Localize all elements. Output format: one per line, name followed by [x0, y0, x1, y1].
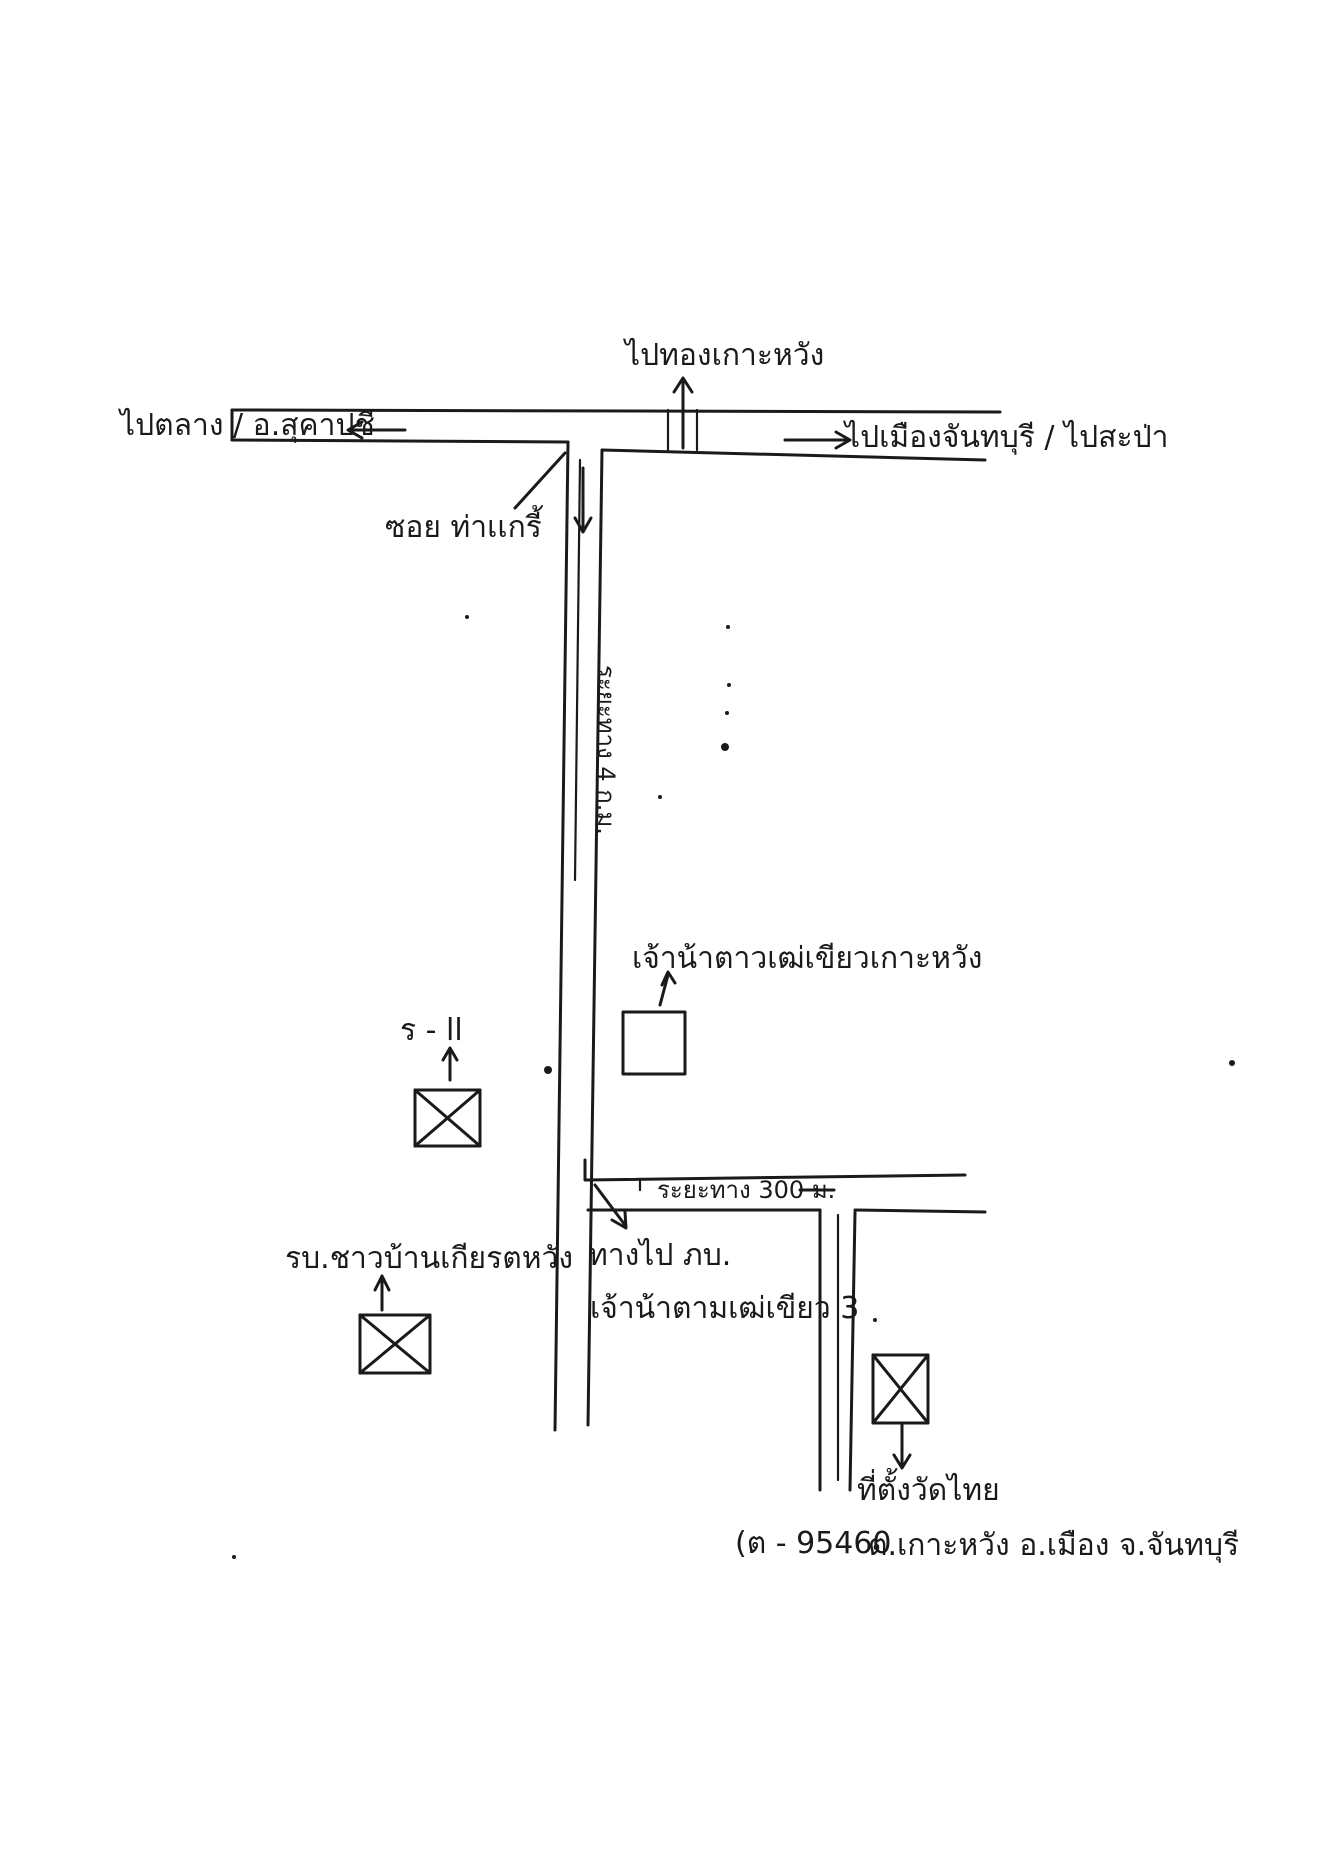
shrine1-building	[621, 1010, 687, 1076]
school-building	[358, 1313, 432, 1375]
label-shrine2: เจ้าน้าตามเฒ่เขียว 3	[590, 1291, 859, 1326]
arrows	[346, 376, 912, 1470]
label-to-north: ไปทองเกาะหวัง	[623, 337, 824, 373]
label-destination: ที่ตั้งวัดไทย	[857, 1468, 1000, 1508]
label-to-west: ไปตลาง / อ.สุคาปชี	[118, 407, 375, 444]
branch-road	[583, 1158, 987, 1492]
label-shrine1: เจ้าน้าตาวเฒ่เขียวเกาะหวัง	[632, 941, 982, 976]
label-school: รบ.ชาวบ้านเกียรตหวัง	[285, 1241, 573, 1276]
label-main-road-distance: ระยะทาง 4 ก.ม.	[592, 665, 620, 835]
label-road-to: ทางไป ภบ.	[588, 1237, 731, 1273]
label-branch-distance: ระยะทาง 300 ม.	[657, 1176, 835, 1204]
temple-building	[871, 1353, 930, 1425]
main-vertical-road	[553, 440, 604, 1432]
main-horizontal-road	[230, 408, 1002, 462]
label-village-house: ร - ll	[400, 1013, 463, 1048]
label-address: ต.เกาะหวัง อ.เมือง จ.จันทบุรี	[868, 1528, 1239, 1564]
label-address-code: (ต - 95460	[735, 1526, 892, 1561]
specks	[232, 615, 1235, 1559]
label-soi: ซอย ท่าเเกรี้	[385, 505, 543, 545]
label-to-east: ไปเมืองจันทบุรี / ไปสะป่า	[843, 419, 1168, 456]
village-building	[413, 1088, 482, 1148]
